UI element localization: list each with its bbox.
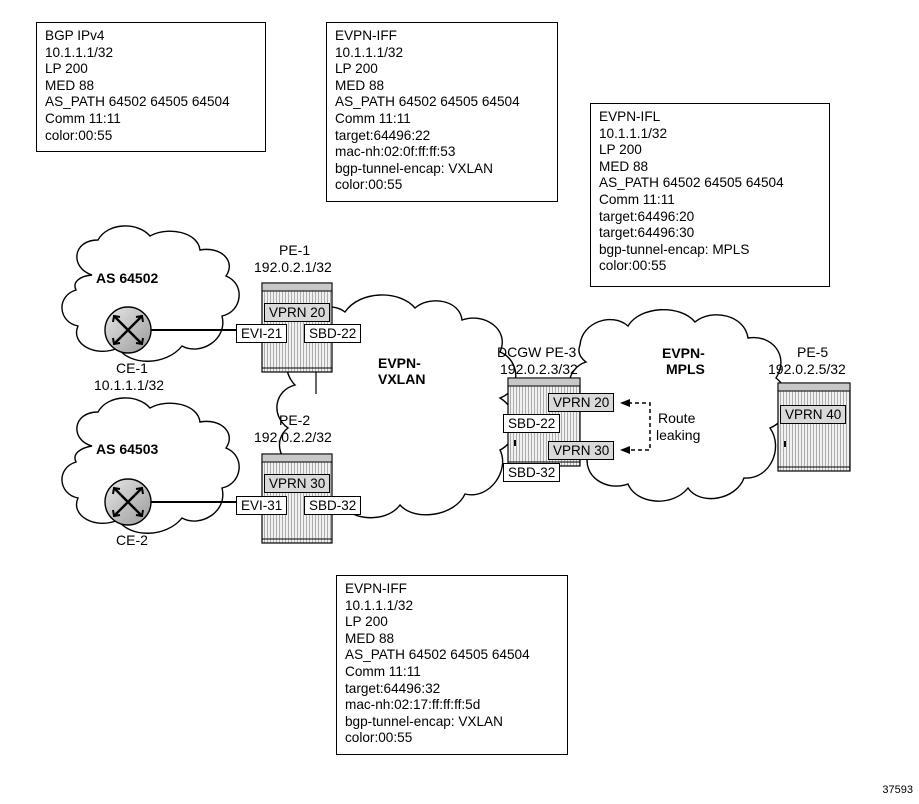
box-line: color:00:55	[335, 177, 403, 193]
cloud-label-evpn-mpls-2: MPLS	[666, 361, 705, 377]
pe2-name: PE-2	[279, 412, 311, 428]
cloud-label-evpn-vxlan-2: VXLAN	[378, 371, 426, 387]
box-line: Comm 11:11	[45, 110, 121, 126]
box-evpn-iff-bottom: EVPN-IFF 10.1.1.1/32 LP 200 MED 88 AS_PA…	[336, 575, 568, 755]
cloud-evpn-vxlan	[276, 294, 517, 519]
box-line: LP 200	[599, 142, 642, 158]
cloud-label-as-64503: AS 64503	[96, 441, 159, 457]
figure-id: 37593	[882, 784, 913, 796]
box-line: 10.1.1.1/32	[345, 597, 414, 613]
box-line: target:64496:30	[599, 225, 695, 241]
box-line: target:64496:22	[335, 127, 431, 143]
box-line: BGP IPv4	[45, 28, 105, 43]
ce1-name: CE-1	[116, 360, 148, 376]
route-leaking-label-1: Route	[658, 410, 696, 426]
box-line: 10.1.1.1/32	[599, 125, 668, 141]
pe1-vprn20-tag: VPRN 20	[264, 303, 331, 322]
box-line: AS_PATH 64502 64505 64504	[599, 175, 784, 191]
box-line: color:00:55	[599, 258, 667, 274]
box-line: EVPN-IFF	[345, 581, 407, 596]
box-line: AS_PATH 64502 64505 64504	[45, 94, 230, 110]
pe2-sbd32-tag: SBD-32	[304, 496, 362, 515]
box-line: Comm 11:11	[345, 663, 421, 679]
box-evpn-iff-top: EVPN-IFF 10.1.1.1/32 LP 200 MED 88 AS_PA…	[326, 22, 558, 202]
arrowhead-to-vprn20	[620, 399, 630, 407]
box-line: 10.1.1.1/32	[335, 44, 404, 60]
ce1-router-icon	[104, 306, 152, 354]
box-line: MED 88	[599, 158, 649, 174]
box-line: bgp-tunnel-encap: MPLS	[599, 241, 750, 257]
box-evpn-ifl: EVPN-IFL 10.1.1.1/32 LP 200 MED 88 AS_PA…	[590, 103, 830, 287]
cloud-label-as-64502: AS 64502	[96, 270, 159, 286]
pe5-name: PE-5	[797, 344, 829, 360]
box-line: 10.1.1.1/32	[45, 44, 114, 60]
ce2-router-icon	[104, 478, 152, 526]
route-leaking-arrows	[628, 402, 651, 451]
pe3-sbd32-tag: SBD-32	[503, 463, 561, 482]
pe1-sbd22-tag: SBD-22	[304, 324, 362, 343]
box-line: MED 88	[345, 630, 395, 646]
box-line: target:64496:20	[599, 208, 695, 224]
arrowhead-to-vprn30	[620, 446, 630, 454]
box-line: Comm 11:11	[599, 191, 675, 207]
box-line: LP 200	[345, 614, 388, 630]
box-line: LP 200	[45, 61, 88, 77]
pe3-sbd22-tag: SBD-22	[503, 414, 561, 433]
box-line: MED 88	[335, 77, 385, 93]
cloud-as-64502	[61, 225, 240, 362]
box-line: AS_PATH 64502 64505 64504	[345, 647, 530, 663]
box-line: EVPN-IFF	[335, 28, 397, 43]
pe1-name: PE-1	[279, 242, 311, 258]
cloud-as-64503	[61, 397, 240, 534]
pe5-ip: 192.0.2.5/32	[768, 361, 846, 377]
pe2-vprn30-tag: VPRN 30	[264, 474, 331, 493]
box-line: color:00:55	[45, 127, 113, 143]
pe2-evi31-tag: EVI-31	[236, 496, 288, 515]
box-line: LP 200	[335, 61, 378, 77]
box-bgp-ipv4: BGP IPv4 10.1.1.1/32 LP 200 MED 88 AS_PA…	[36, 22, 266, 152]
pe3-ip: 192.0.2.3/32	[500, 361, 578, 377]
ce2-name: CE-2	[116, 532, 148, 548]
route-leaking-label-2: leaking	[656, 427, 701, 443]
pe3-vprn20-tag: VPRN 20	[548, 393, 615, 412]
box-line: Comm 11:11	[335, 110, 411, 126]
cloud-label-evpn-mpls-1: EVPN-	[662, 345, 705, 361]
box-line: target:64496:32	[345, 680, 441, 696]
pe2-ip: 192.0.2.2/32	[254, 429, 332, 445]
pe5-chassis-icon	[777, 382, 851, 472]
box-line: bgp-tunnel-encap: VXLAN	[345, 713, 503, 729]
box-line: mac-nh:02:0f:ff:ff:53	[335, 144, 456, 160]
ce1-ip: 10.1.1.1/32	[94, 377, 165, 393]
box-line: bgp-tunnel-encap: VXLAN	[335, 160, 493, 176]
pe1-evi21-tag: EVI-21	[236, 324, 288, 343]
box-line: color:00:55	[345, 730, 413, 746]
box-line: mac-nh:02:17:ff:ff:ff:5d	[345, 697, 481, 713]
cloud-label-evpn-vxlan-1: EVPN-	[378, 355, 421, 371]
pe1-ip: 192.0.2.1/32	[254, 259, 332, 275]
pe5-vprn40-tag: VPRN 40	[780, 405, 847, 424]
box-line: MED 88	[45, 77, 95, 93]
box-line: EVPN-IFL	[599, 109, 661, 124]
pe3-name: DCGW PE-3	[497, 344, 577, 360]
box-line: AS_PATH 64502 64505 64504	[335, 94, 520, 110]
pe3-vprn30-tag: VPRN 30	[548, 441, 615, 460]
